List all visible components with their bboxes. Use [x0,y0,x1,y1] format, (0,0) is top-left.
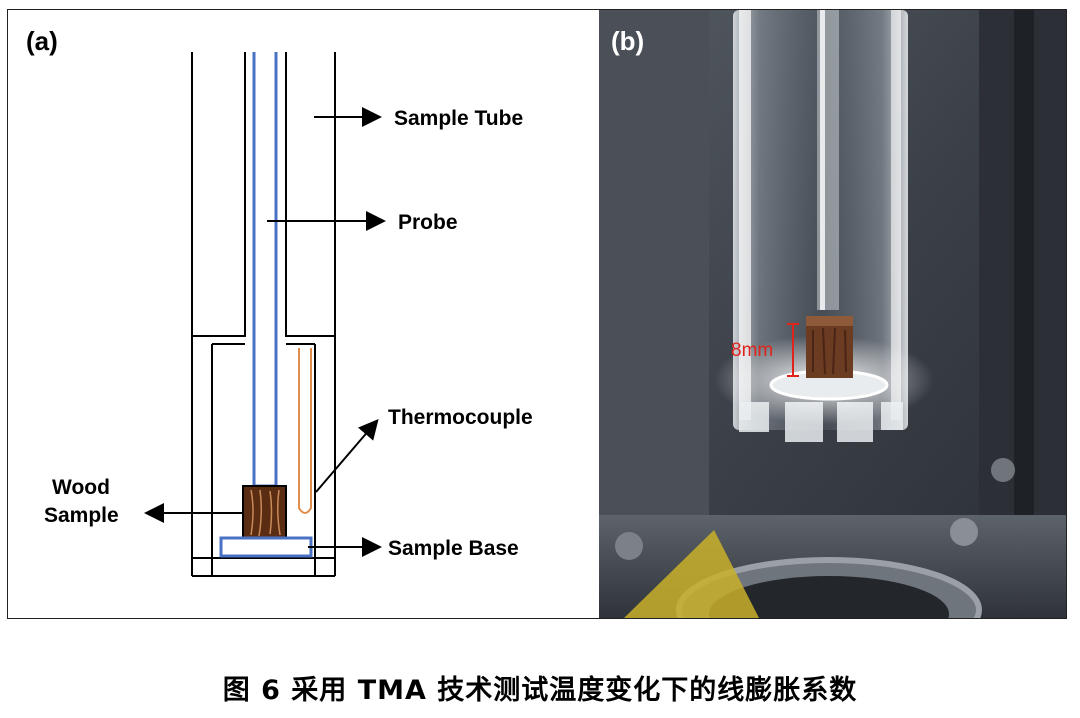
sample-base [219,536,313,558]
panel-b-photo: 8mm (b) [599,10,1066,618]
wood-sample-label-line2: Sample [44,504,119,527]
screw [615,532,643,560]
photo-svg: 8mm (b) [599,10,1066,618]
warning-sign [624,530,759,618]
panel-b-label: (b) [611,26,644,56]
wood-sample [242,485,287,539]
sample-base-label: Sample Base [388,537,519,560]
dimension-label: 8mm [731,340,773,361]
panel-a-label: (a) [26,26,58,56]
sample-tube [191,52,336,577]
probe [252,52,278,488]
background-panel-left [599,10,709,530]
dimension-marker [787,323,799,377]
wood-sample-label-line1: Wood [52,476,110,499]
panel-a-schematic: (a) [8,10,598,618]
thermocouple-label: Thermocouple [388,406,533,429]
wood-sample-photo [806,316,853,378]
schematic-svg: (a) [26,26,533,577]
probe-label: Probe [398,211,458,234]
thermocouple-arrow [315,418,379,493]
figure-caption: 图 6 采用 TMA 技术测试温度变化下的线膨胀系数 [222,675,858,706]
screw [950,518,978,546]
thermocouple [298,348,312,514]
sample-tube-label: Sample Tube [394,107,523,130]
